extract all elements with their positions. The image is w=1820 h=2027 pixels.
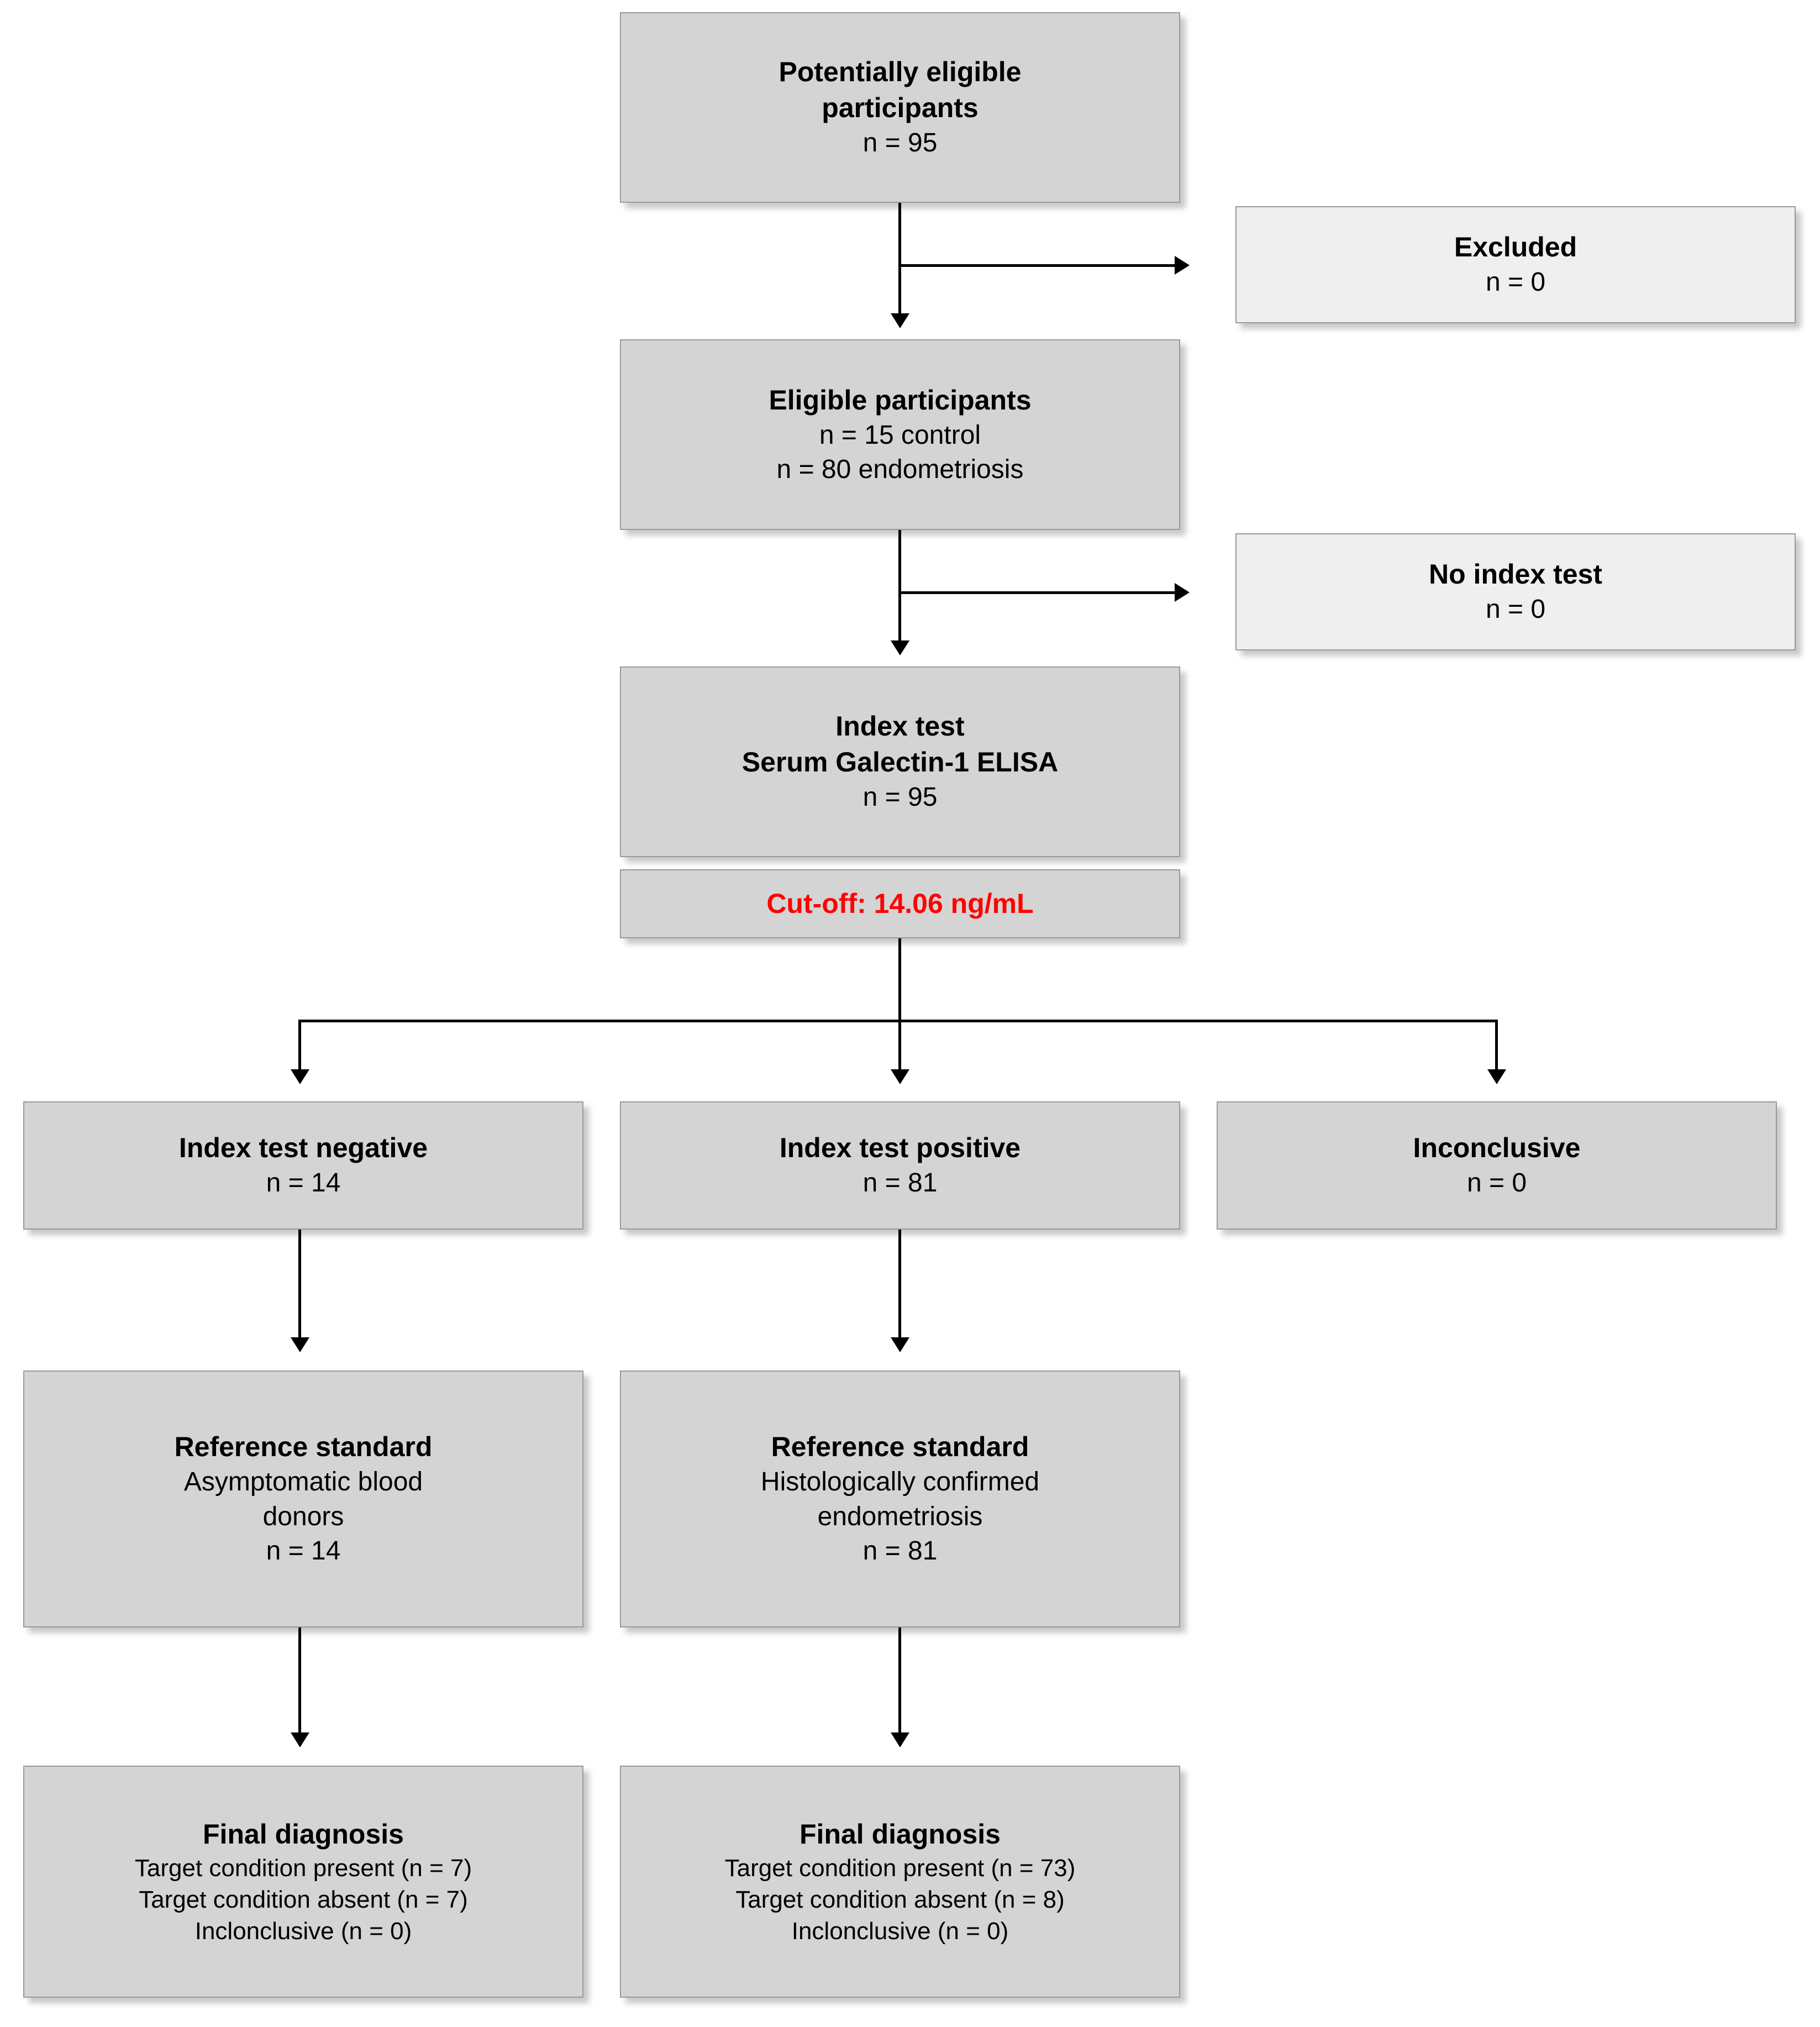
node-final-left-line1: Final diagnosis [203, 1818, 404, 1850]
node-reference-standard-right: Reference standard Histologically confir… [620, 1370, 1180, 1627]
connector-vertical-5-right [898, 1627, 901, 1732]
node-reference-right-line4: n = 81 [862, 1536, 938, 1566]
node-index-test-positive: Index test positive n = 81 [620, 1101, 1180, 1230]
connector-vertical-3 [898, 938, 901, 1021]
arrow-right-to-no-index-test [1175, 583, 1190, 602]
node-eligible-line2: n = 15 control [819, 420, 981, 450]
node-cutoff-line1: Cut-off: 14.06 ng/mL [766, 888, 1034, 919]
connector-vertical-split-right [1495, 1020, 1498, 1069]
node-potentially-eligible-line1: Potentially eligible [779, 56, 1022, 88]
arrow-down-to-eligible [891, 313, 909, 328]
arrow-down-to-index-positive [891, 1069, 909, 1084]
node-final-right-line1: Final diagnosis [799, 1818, 1001, 1850]
node-excluded: Excluded n = 0 [1235, 206, 1796, 323]
node-eligible-line1: Eligible participants [769, 384, 1032, 416]
node-index-positive-line1: Index test positive [779, 1132, 1021, 1164]
node-index-test-negative: Index test negative n = 14 [23, 1101, 583, 1230]
node-reference-right-line2: Histologically confirmed [760, 1467, 1040, 1497]
arrow-down-to-inconclusive [1487, 1069, 1506, 1084]
arrow-down-to-reference-right [891, 1337, 909, 1352]
node-reference-left-line1: Reference standard [174, 1431, 433, 1463]
connector-vertical-split-left [298, 1020, 301, 1069]
connector-vertical-4-right [898, 1230, 901, 1337]
node-index-test-line2: Serum Galectin-1 ELISA [741, 747, 1059, 778]
node-no-index-test-line2: n = 0 [1485, 595, 1546, 624]
node-reference-left-line3: donors [262, 1501, 344, 1531]
node-no-index-test: No index test n = 0 [1235, 533, 1796, 650]
node-excluded-line2: n = 0 [1485, 267, 1546, 297]
node-final-right-line3: Target condition absent (n = 8) [735, 1886, 1065, 1913]
node-eligible-line3: n = 80 endometriosis [776, 455, 1024, 484]
connector-vertical-2 [898, 530, 901, 640]
node-eligible-participants: Eligible participants n = 15 control n =… [620, 339, 1180, 530]
connector-vertical-5-left [298, 1627, 301, 1732]
arrow-down-to-index-test [891, 640, 909, 655]
connector-horizontal-no-index-test [898, 591, 1175, 594]
node-index-test: Index test Serum Galectin-1 ELISA n = 95 [620, 666, 1180, 857]
node-final-left-line3: Target condition absent (n = 7) [139, 1886, 468, 1913]
arrow-down-to-index-negative [291, 1069, 309, 1084]
connector-horizontal-excluded [898, 264, 1175, 267]
node-reference-left-line2: Asymptomatic blood [183, 1467, 423, 1497]
arrow-down-to-final-left [291, 1732, 309, 1747]
node-potentially-eligible-line2: participants [822, 92, 979, 124]
node-reference-right-line3: endometriosis [817, 1501, 983, 1531]
arrow-right-to-excluded [1175, 256, 1190, 275]
node-reference-right-line1: Reference standard [771, 1431, 1029, 1463]
node-potentially-eligible: Potentially eligible participants n = 95 [620, 12, 1180, 203]
node-final-left-line2: Target condition present (n = 7) [134, 1854, 472, 1882]
arrow-down-to-final-right [891, 1732, 909, 1747]
node-reference-standard-left: Reference standard Asymptomatic blood do… [23, 1370, 583, 1627]
node-inconclusive-line2: n = 0 [1466, 1168, 1527, 1198]
connector-vertical-1 [898, 203, 901, 313]
node-final-right-line4: Inclonclusive (n = 0) [791, 1918, 1009, 1945]
node-final-diagnosis-left: Final diagnosis Target condition present… [23, 1766, 583, 1998]
node-final-left-line4: Inclonclusive (n = 0) [194, 1918, 412, 1945]
node-index-test-line3: n = 95 [862, 783, 938, 812]
node-cutoff: Cut-off: 14.06 ng/mL [620, 869, 1180, 938]
node-inconclusive: Inconclusive n = 0 [1217, 1101, 1777, 1230]
arrow-down-to-reference-left [291, 1337, 309, 1352]
node-final-diagnosis-right: Final diagnosis Target condition present… [620, 1766, 1180, 1998]
connector-horizontal-split [298, 1020, 1498, 1022]
node-no-index-test-line1: No index test [1429, 559, 1602, 590]
node-potentially-eligible-line3: n = 95 [862, 128, 938, 158]
node-excluded-line1: Excluded [1454, 232, 1577, 263]
connector-vertical-split-center [898, 1020, 901, 1069]
node-index-negative-line2: n = 14 [266, 1168, 341, 1198]
node-inconclusive-line1: Inconclusive [1413, 1132, 1581, 1164]
node-final-right-line2: Target condition present (n = 73) [724, 1854, 1076, 1882]
node-index-positive-line2: n = 81 [862, 1168, 938, 1198]
connector-vertical-4-left [298, 1230, 301, 1337]
node-index-test-line1: Index test [835, 711, 965, 742]
node-index-negative-line1: Index test negative [178, 1132, 428, 1164]
node-reference-left-line4: n = 14 [266, 1536, 341, 1566]
